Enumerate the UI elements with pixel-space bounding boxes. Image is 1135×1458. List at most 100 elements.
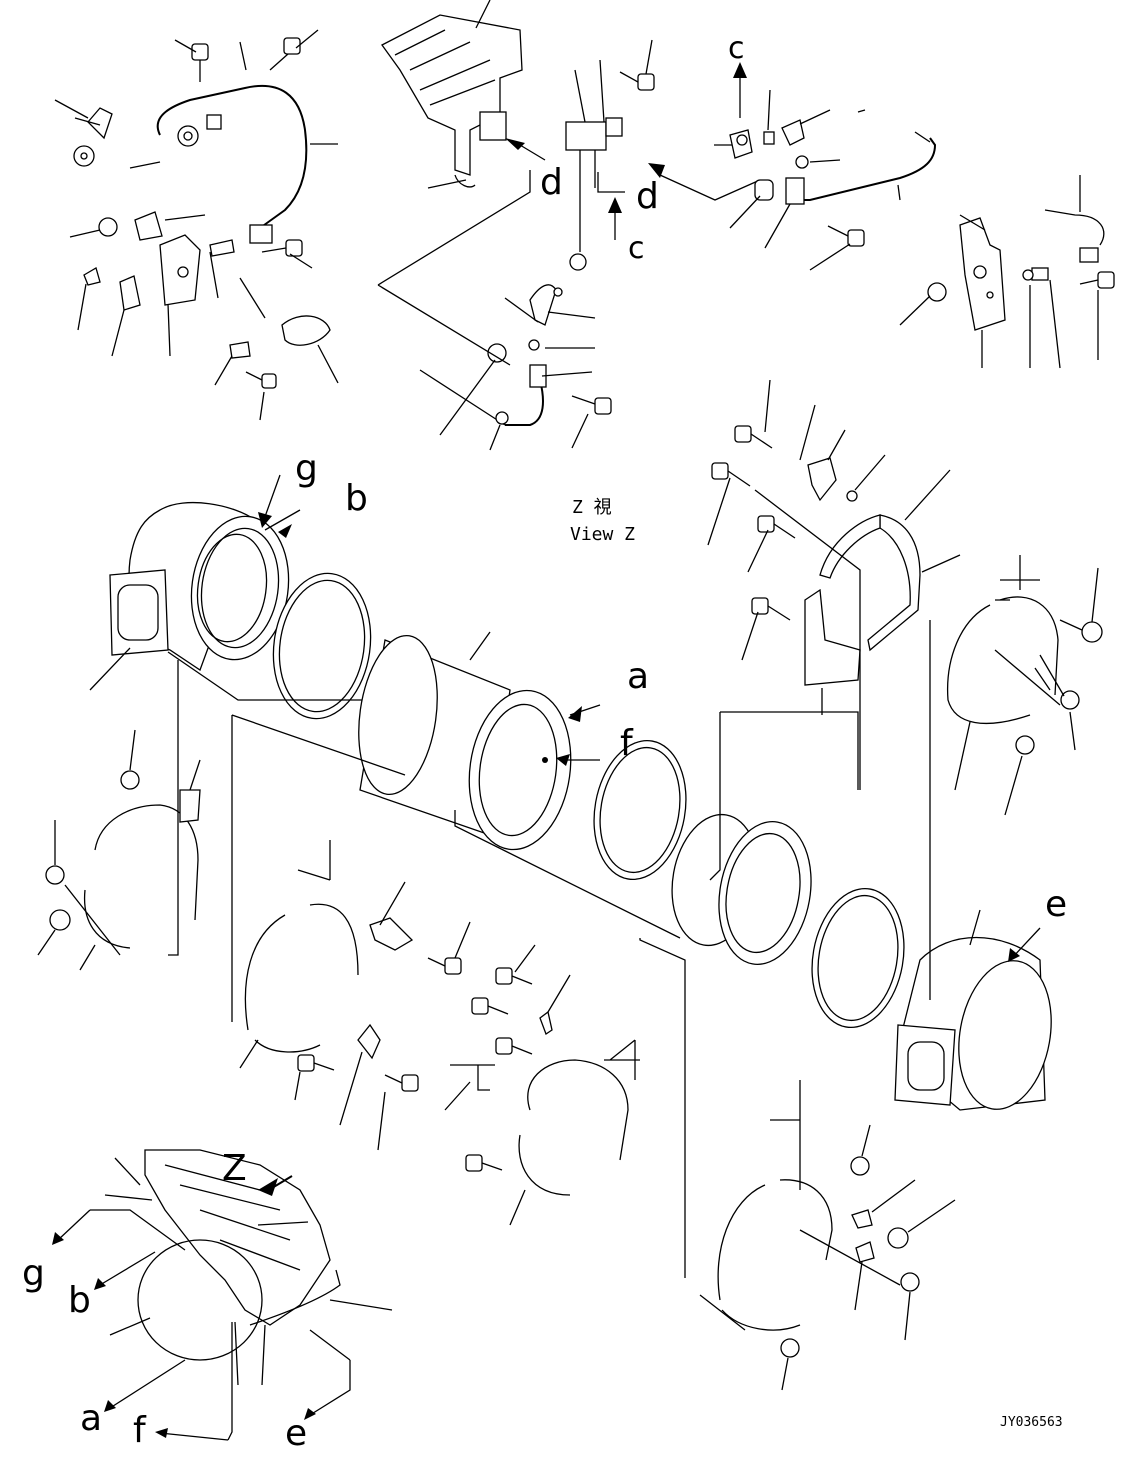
nut-icon — [83, 267, 101, 286]
clip-bracket-icon — [369, 917, 414, 951]
bolt-icon — [465, 1154, 503, 1172]
label-c: c — [628, 231, 645, 266]
inlet-flange-ring-icon — [190, 515, 290, 661]
clamp-ring-icon — [94, 804, 199, 921]
left-clamp-group — [37, 660, 201, 971]
canister-inlet-flange-icon — [358, 634, 438, 796]
clamp-icon — [119, 275, 141, 311]
fitting-icon — [569, 253, 587, 271]
gasket-ring-icon — [593, 739, 687, 881]
sensor-harness-cable — [156, 84, 308, 229]
clip-icon — [528, 339, 540, 351]
nut-icon — [900, 1272, 920, 1292]
bolt-icon — [245, 371, 277, 389]
label-a-overview: a — [80, 1398, 102, 1439]
assembly-bracket-icon — [144, 1149, 331, 1326]
plate-icon — [134, 211, 163, 241]
view-z-arrow-icon — [258, 1178, 278, 1196]
temperature-sensor-icon — [129, 161, 161, 169]
nut-icon — [487, 343, 507, 363]
bolt-icon — [1079, 271, 1115, 289]
mount-block-icon — [479, 111, 507, 141]
reference-arrows — [608, 62, 761, 240]
bracket-plate-icon — [357, 1023, 381, 1060]
nut-icon — [45, 865, 65, 885]
sensor-mount-bracket-icon — [381, 14, 523, 176]
label-a: a — [627, 656, 649, 697]
outlet-housing-group — [894, 620, 1052, 1111]
washer-icon — [927, 282, 947, 302]
connector-fitting-icon — [781, 119, 805, 146]
bolt-icon — [757, 515, 796, 539]
gasket-ring-icon — [272, 572, 372, 720]
view-title-line2: View Z — [570, 524, 635, 545]
assembly-clamp-ring-icon — [137, 1239, 263, 1361]
bolt-icon — [269, 37, 301, 71]
clamp-ring-icon — [244, 914, 286, 1031]
label-e: e — [1045, 884, 1067, 925]
harness-connector-icon — [249, 224, 273, 244]
pressure-pipe-icon — [790, 137, 937, 201]
arrow-up-icon — [608, 197, 622, 213]
bolt-icon — [495, 1037, 533, 1055]
pressure-sensor-icon — [565, 121, 607, 151]
label-f-overview: f — [133, 1410, 147, 1451]
nut-icon — [120, 770, 140, 790]
nut-icon — [780, 1338, 800, 1358]
bolt-icon — [734, 425, 773, 449]
clamp-ring-icon — [527, 1059, 629, 1161]
bolt-icon — [471, 997, 509, 1015]
nut-icon — [887, 1227, 909, 1249]
washer-icon — [495, 411, 509, 425]
nut-icon — [850, 1156, 870, 1176]
outlet-end-cap-icon — [958, 960, 1052, 1110]
arrow-up-icon — [733, 62, 747, 78]
sensor-cable-icon — [1044, 209, 1105, 246]
nut-icon — [754, 179, 774, 201]
main-canister-group — [358, 631, 905, 1029]
label-e-overview: e — [285, 1413, 307, 1454]
lower-center-clamp-group — [231, 714, 686, 1278]
bolt-icon — [751, 597, 791, 621]
connector-icon — [1079, 247, 1099, 263]
label-d-right: d — [636, 176, 659, 217]
connector-bracket-icon — [209, 239, 235, 257]
top-left-harness-group — [54, 29, 339, 421]
nut-icon — [1015, 735, 1035, 755]
temperature-sensor-icon — [239, 277, 266, 319]
nut-icon — [1081, 621, 1103, 643]
label-d: d — [540, 162, 563, 203]
label-g-overview: g — [22, 1253, 45, 1294]
nut-icon — [795, 155, 809, 169]
right-middle-mount-group — [707, 379, 1103, 881]
assembly-overview-group — [52, 1149, 393, 1441]
clamp-ring-icon — [717, 1184, 766, 1301]
label-b-overview: b — [68, 1280, 91, 1321]
bolt-icon — [191, 43, 209, 82]
clip-icon — [206, 114, 222, 130]
clip-icon — [851, 1209, 873, 1229]
nut-icon — [846, 490, 858, 502]
mount-bracket-arc-icon — [867, 514, 921, 652]
label-c-top: c — [728, 31, 745, 66]
bolt-icon — [619, 71, 655, 91]
label-g: g — [295, 448, 318, 489]
bolt-icon — [384, 1074, 419, 1092]
bolt-icon — [827, 225, 865, 247]
sensor-loop-icon — [281, 315, 331, 346]
drawing-code: JY036563 — [1000, 1415, 1063, 1430]
pin-icon — [539, 1010, 553, 1035]
bolt-icon — [495, 967, 533, 985]
clip-icon — [855, 1241, 875, 1263]
view-title-line1: Z 視 — [572, 497, 612, 518]
gasket-ring-icon — [811, 887, 905, 1029]
bolt-icon — [571, 395, 612, 415]
clamp-bracket-icon — [87, 107, 113, 140]
top-center-bracket-group — [377, 0, 655, 451]
pipe-fitting-icon — [785, 177, 805, 205]
bolt-icon — [711, 462, 751, 487]
hose-elbow-icon — [529, 284, 557, 326]
sensor-fitting-icon — [1031, 267, 1049, 281]
top-right-sensor-bracket-group — [899, 175, 1115, 369]
